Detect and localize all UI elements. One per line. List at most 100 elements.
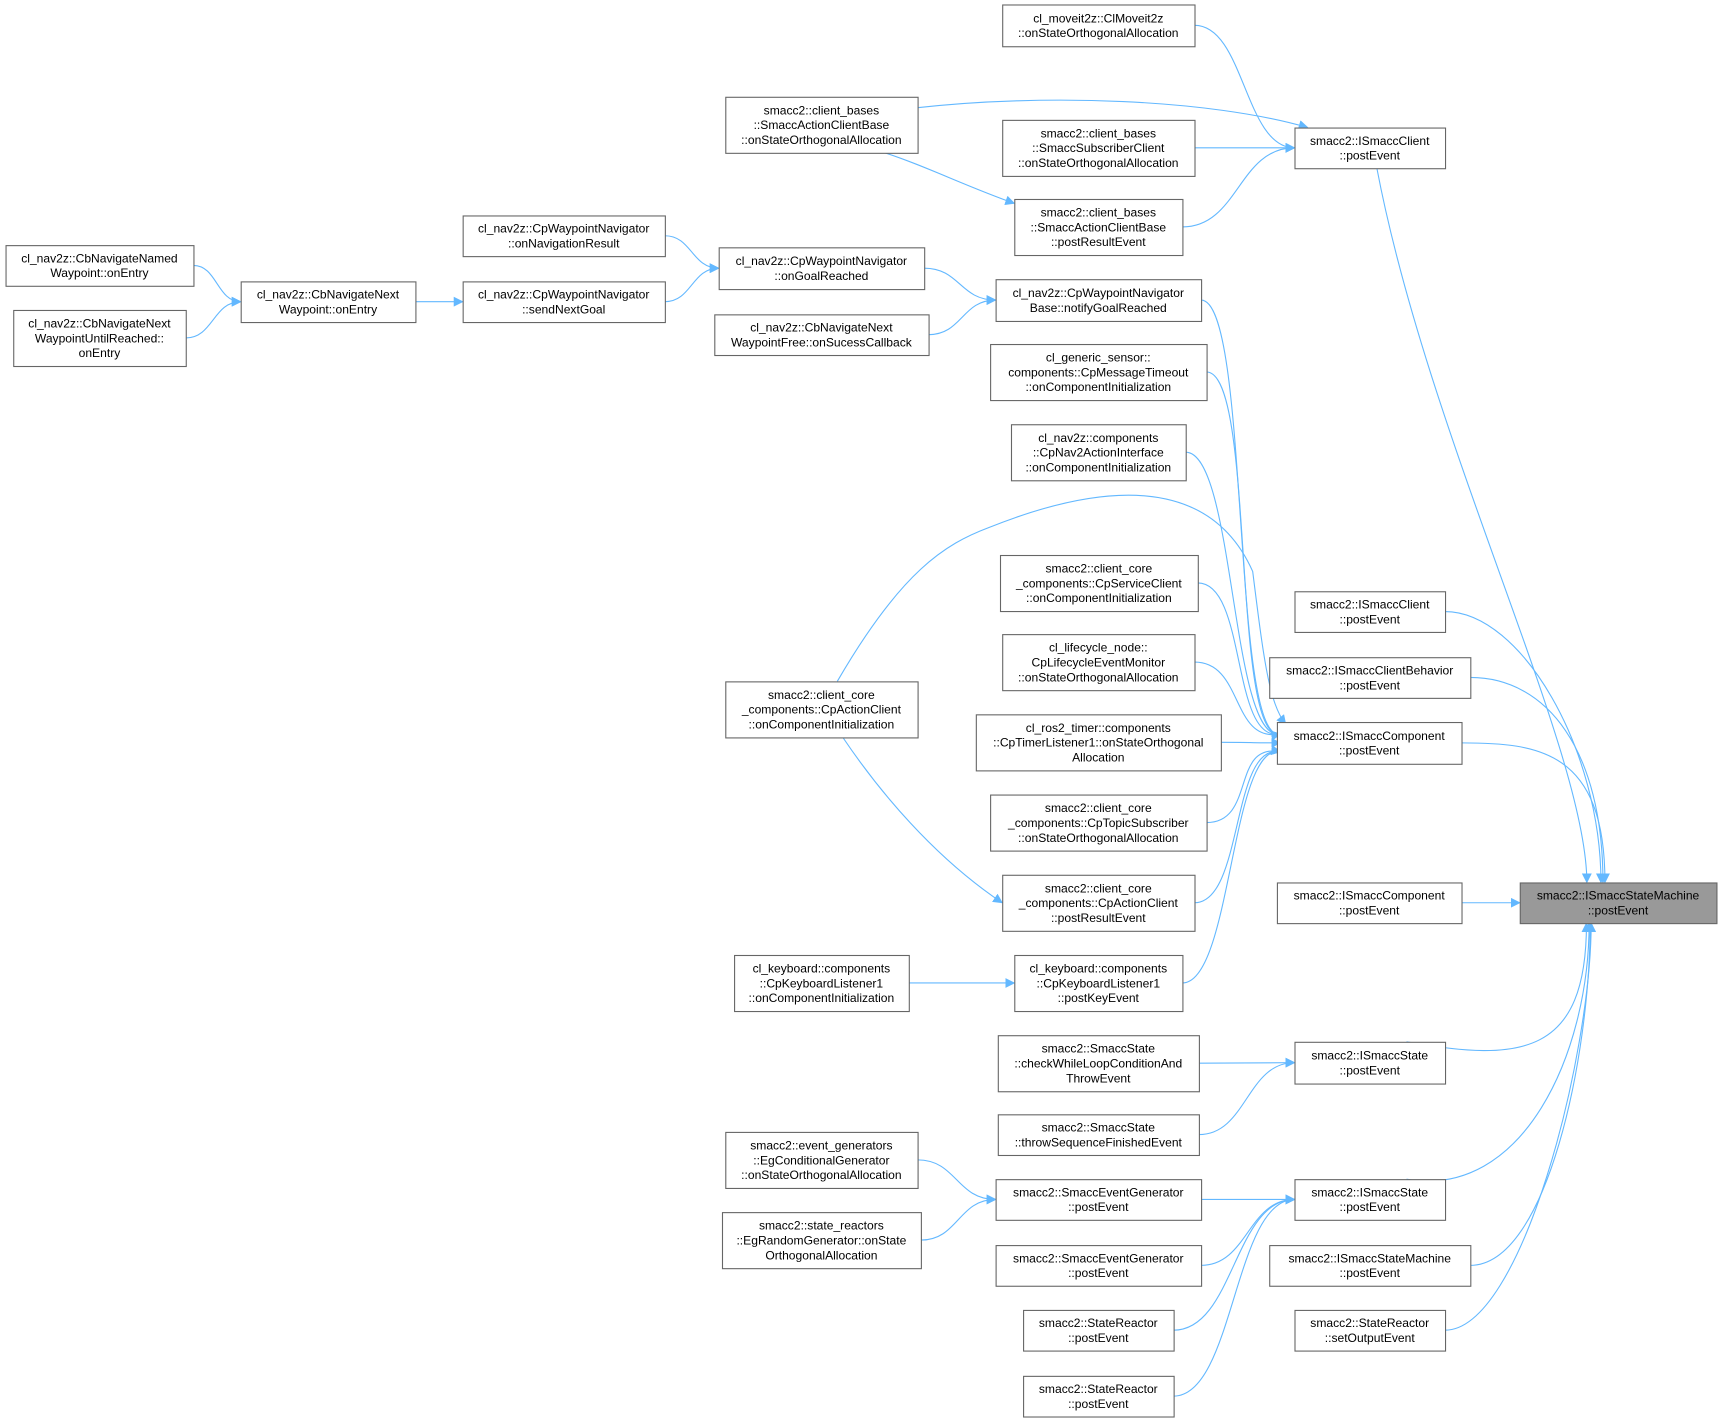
- node-label-line: ::checkWhileLoopConditionAnd: [1014, 1057, 1182, 1071]
- caller-node[interactable]: cl_nav2z::CpWaypointNavigatorBase::notif…: [995, 279, 1203, 323]
- node-label-line: Waypoint::onEntry: [279, 302, 378, 316]
- node-label-line: ::CpNav2ActionInterface: [1033, 446, 1164, 460]
- caller-node[interactable]: smacc2::client_bases::SmaccActionClientB…: [725, 96, 919, 154]
- call-edge-B14-to-A6: [1198, 1057, 1296, 1136]
- node-label-line: ::onComponentInitialization: [749, 991, 895, 1005]
- caller-node[interactable]: smacc2::event_generators::EgConditionalG…: [725, 1131, 919, 1190]
- caller-node[interactable]: smacc2::ISmaccClientBehavior::postEvent: [1269, 657, 1472, 699]
- target-function-node[interactable]: smacc2::ISmaccStateMachine::postEvent: [1519, 882, 1718, 925]
- node-label-line: smacc2::SmaccEventGenerator: [1013, 1185, 1184, 1199]
- caller-node[interactable]: cl_keyboard::components::CpKeyboardListe…: [1014, 954, 1184, 1013]
- node-box: [725, 1131, 919, 1190]
- node-label-line: ::CpTimerListener1::onStateOrthogonal: [993, 736, 1203, 750]
- node-label-line: ::sendNextGoal: [522, 302, 605, 316]
- caller-node[interactable]: smacc2::client_core_components::CpServic…: [999, 554, 1199, 613]
- caller-node[interactable]: smacc2::StateReactor::postEvent: [1023, 1375, 1175, 1418]
- caller-node[interactable]: smacc2::ISmaccClient::postEvent: [1294, 591, 1447, 633]
- call-edge-B18-to-A7: [1173, 1194, 1296, 1397]
- node-label-line: WaypointUntilReached::: [35, 331, 164, 345]
- node-label-line: smacc2::ISmaccComponent: [1294, 729, 1446, 743]
- node-box: [1294, 127, 1447, 170]
- call-edge-B1-to-A1: [1194, 24, 1296, 153]
- caller-node[interactable]: smacc2::client_bases::SmaccActionClientB…: [1014, 198, 1184, 257]
- node-label-line: ::postResultEvent: [1051, 235, 1146, 249]
- caller-node[interactable]: cl_nav2z::components::CpNav2ActionInterf…: [1010, 424, 1187, 482]
- caller-node[interactable]: smacc2::SmaccState::throwSequenceFinishe…: [997, 1114, 1200, 1157]
- caller-node[interactable]: smacc2::client_core_components::CpTopicS…: [990, 794, 1208, 852]
- node-box: [1023, 1375, 1175, 1418]
- node-label-line: cl_moveit2z::ClMoveit2z: [1033, 11, 1163, 25]
- caller-node[interactable]: cl_generic_sensor::components::CpMessage…: [990, 343, 1208, 402]
- caller-node[interactable]: smacc2::client_core_components::CpAction…: [1002, 874, 1196, 932]
- node-box: [734, 954, 910, 1013]
- node-label-line: ::onNavigationResult: [508, 237, 620, 251]
- caller-node[interactable]: smacc2::StateReactor::postEvent: [1023, 1309, 1175, 1352]
- caller-node[interactable]: smacc2::ISmaccState::postEvent: [1294, 1179, 1447, 1221]
- node-box: [13, 309, 187, 368]
- node-label-line: Allocation: [1072, 751, 1124, 765]
- caller-node[interactable]: cl_nav2z::CbNavigateNextWaypointUntilRea…: [13, 309, 187, 368]
- caller-node[interactable]: cl_nav2z::CbNavigateNamedWaypoint::onEnt…: [5, 245, 195, 287]
- caller-node[interactable]: cl_nav2z::CbNavigateNextWaypointFree::on…: [714, 314, 930, 357]
- call-edge-A4-to-N0: [1461, 742, 1610, 884]
- node-label-line: _components::CpTopicSubscriber: [1007, 816, 1189, 830]
- caller-node[interactable]: smacc2::ISmaccComponent::postEvent: [1276, 882, 1463, 925]
- caller-node[interactable]: smacc2::SmaccState::checkWhileLoopCondit…: [997, 1035, 1200, 1093]
- caller-node[interactable]: smacc2::client_bases::SmaccSubscriberCli…: [1002, 119, 1196, 177]
- call-edge-A7-to-N0: [1406, 922, 1595, 1182]
- caller-node[interactable]: cl_nav2z::CpWaypointNavigator::onNavigat…: [462, 215, 666, 258]
- caller-node[interactable]: cl_keyboard::components::CpKeyboardListe…: [734, 954, 910, 1013]
- caller-node[interactable]: smacc2::ISmaccClient::postEvent: [1294, 127, 1447, 170]
- caller-node[interactable]: smacc2::ISmaccStateMachine::postEvent: [1269, 1245, 1472, 1287]
- call-edge-C2-to-B4: [924, 267, 997, 305]
- caller-node[interactable]: smacc2::client_core_components::CpAction…: [725, 681, 919, 739]
- node-box: [462, 215, 666, 258]
- node-box: [1002, 4, 1196, 48]
- node-label-line: WaypointFree::onSucessCallback: [731, 335, 913, 349]
- node-label-line: ::onStateOrthogonalAllocation: [1018, 26, 1178, 40]
- call-edge-A6-to-N0: [1406, 922, 1592, 1052]
- caller-node[interactable]: smacc2::ISmaccComponent::postEvent: [1276, 721, 1463, 765]
- node-label-line: cl_nav2z::CbNavigateNamed: [21, 251, 177, 265]
- node-box: [725, 96, 919, 154]
- call-edge-F2-to-E1: [185, 296, 242, 339]
- node-box: [462, 281, 666, 324]
- node-label-line: ::postEvent: [1340, 1200, 1401, 1214]
- caller-node[interactable]: smacc2::SmaccEventGenerator::postEvent: [995, 1179, 1203, 1221]
- node-box: [1010, 424, 1187, 482]
- node-label-line: cl_lifecycle_node::: [1049, 641, 1148, 655]
- node-label-line: ::postEvent: [1588, 904, 1649, 918]
- node-box: [997, 1035, 1200, 1093]
- node-box: [1294, 591, 1447, 633]
- node-label-line: ::postEvent: [1340, 678, 1401, 692]
- node-label-line: ::onComponentInitialization: [1026, 591, 1172, 605]
- caller-node[interactable]: cl_lifecycle_node::CpLifecycleEventMonit…: [1002, 634, 1196, 692]
- node-label-line: ::postEvent: [1068, 1331, 1129, 1345]
- caller-node[interactable]: smacc2::SmaccEventGenerator::postEvent: [995, 1245, 1203, 1287]
- caller-node[interactable]: cl_ros2_timer::components::CpTimerListen…: [975, 714, 1222, 772]
- node-label-line: smacc2::client_core: [1045, 881, 1152, 895]
- node-box: [718, 247, 926, 291]
- node-box: [721, 1212, 922, 1270]
- edges-layer: [185, 24, 1610, 1397]
- call-edge-A2-to-N0: [1444, 611, 1606, 884]
- caller-node[interactable]: cl_nav2z::CpWaypointNavigator::sendNextG…: [462, 281, 666, 324]
- node-label-line: ::onStateOrthogonalAllocation: [1018, 831, 1178, 845]
- caller-node[interactable]: cl_moveit2z::ClMoveit2z::onStateOrthogon…: [1002, 4, 1196, 48]
- node-label-line: ::SmaccActionClientBase: [754, 118, 890, 132]
- node-label-line: onEntry: [79, 346, 122, 360]
- node-label-line: smacc2::StateReactor: [1039, 1382, 1158, 1396]
- caller-node[interactable]: cl_nav2z::CpWaypointNavigator::onGoalRea…: [718, 247, 926, 291]
- call-edge-A3-to-N0: [1470, 676, 1608, 884]
- node-label-line: cl_nav2z::CpWaypointNavigator: [736, 254, 907, 268]
- caller-node[interactable]: cl_nav2z::CbNavigateNextWaypoint::onEntr…: [240, 281, 417, 324]
- node-label-line: cl_nav2z::CpWaypointNavigator: [478, 222, 649, 236]
- caller-node[interactable]: smacc2::ISmaccState::postEvent: [1294, 1041, 1447, 1085]
- node-label-line: _components::CpServiceClient: [1015, 576, 1182, 590]
- call-edge-B6-to-A4: [1185, 451, 1282, 741]
- caller-node[interactable]: smacc2::StateReactor::setOutputEvent: [1294, 1309, 1447, 1352]
- caller-node[interactable]: smacc2::state_reactors::EgRandomGenerato…: [721, 1212, 922, 1270]
- node-box: [240, 281, 417, 324]
- node-label-line: smacc2::SmaccState: [1042, 1042, 1156, 1056]
